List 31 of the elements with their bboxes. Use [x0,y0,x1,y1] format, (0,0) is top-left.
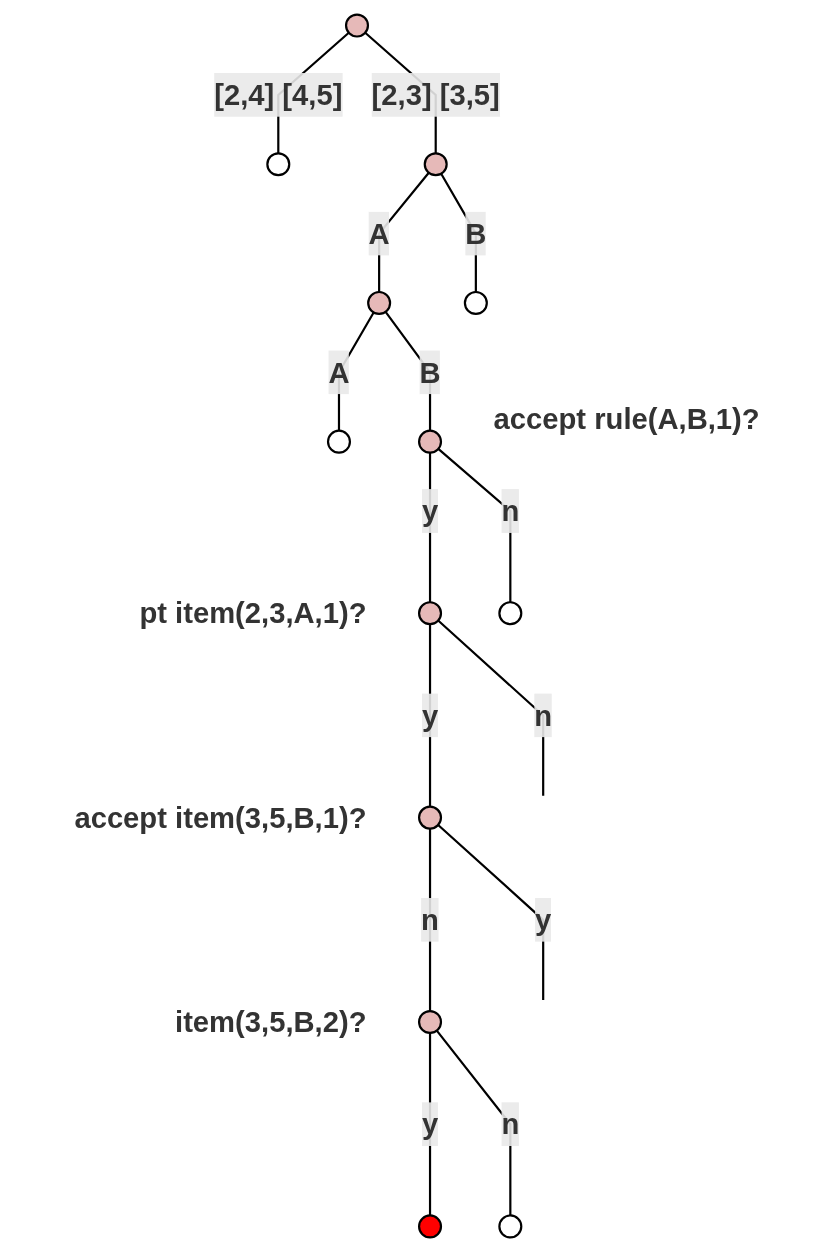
edge-label: [2,4] [4,5] [214,78,343,111]
node-circle [423,152,448,177]
edge-label: y [421,494,439,528]
edge-label: n [534,699,553,732]
edge-label: [2,3] [3,5] [371,78,500,111]
node-circle [417,429,443,454]
edge-label: n [501,494,520,528]
edge-label: A [368,217,390,250]
node-circle [266,152,291,177]
node-circle [417,601,443,626]
node-circle [498,601,523,626]
edge-label: B [419,356,441,389]
edge-label: y [421,1108,439,1141]
node-circle [326,429,351,454]
edge-label: B [465,217,487,250]
edge-label: y [421,699,439,732]
node-circle [367,290,392,315]
edge-label: A [328,356,350,389]
node-circle [417,1214,443,1239]
node-circle [344,13,369,38]
node-circle [498,1214,523,1239]
node-label: pt item(2,3,A,1)? [139,597,367,630]
edge-label: n [421,903,439,936]
node-label: accept item(3,5,B,1)? [74,801,367,834]
node-circle [417,1009,443,1035]
edge-label: y [535,903,552,936]
edge-label: n [501,1108,520,1141]
node-label: item(3,5,B,2)? [175,1005,367,1039]
node-circle [463,290,488,315]
node-circle [417,805,443,830]
node-label: accept rule(A,B,1)? [493,402,760,435]
